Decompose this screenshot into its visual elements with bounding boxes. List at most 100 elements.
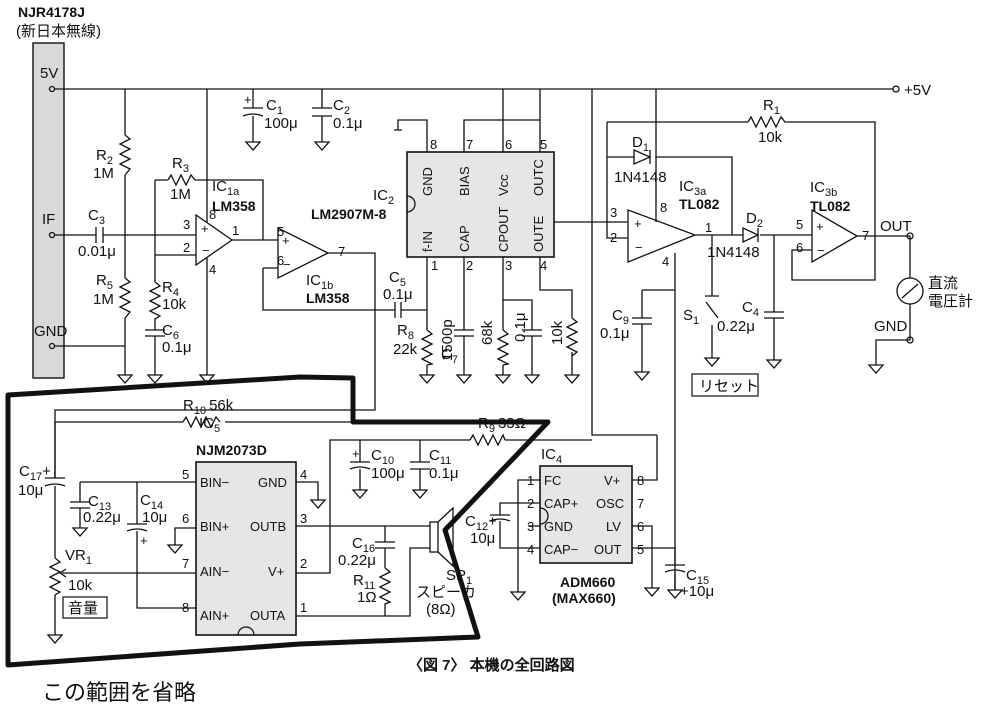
svg-text:5: 5: [277, 224, 284, 239]
svg-text:3: 3: [300, 511, 307, 526]
capacitor-c1: [242, 107, 264, 117]
svg-text:3: 3: [610, 205, 617, 220]
svg-text:4: 4: [540, 258, 547, 273]
svg-text:2: 2: [610, 230, 617, 245]
svg-text:0.22μ: 0.22μ: [717, 318, 755, 335]
rail-5v-terminal: [892, 85, 900, 93]
svg-text:R1: R1: [763, 97, 780, 117]
capacitor-c14: [126, 482, 196, 609]
svg-text:(MAX660): (MAX660): [552, 590, 616, 606]
svg-text:1: 1: [705, 220, 712, 235]
diode-d2: [742, 226, 760, 244]
svg-text:スピーカ: スピーカ: [416, 584, 476, 601]
svg-text:4: 4: [662, 254, 669, 269]
svg-text:C4: C4: [742, 299, 759, 319]
svg-text:0.1μ: 0.1μ: [162, 339, 192, 356]
svg-text:0.1μ: 0.1μ: [383, 286, 413, 303]
potentiometer-vr1: [46, 557, 64, 644]
svg-text:GND: GND: [420, 167, 435, 196]
capacitor-c7: [454, 257, 474, 375]
reset-label-box: [691, 373, 759, 397]
svg-text:6: 6: [182, 511, 189, 526]
svg-text:1N4148: 1N4148: [707, 244, 760, 261]
svg-text:IC1b: IC1b: [306, 272, 333, 292]
svg-text:1M: 1M: [93, 165, 114, 182]
svg-text:LM358: LM358: [306, 290, 350, 306]
svg-text:+: +: [201, 221, 209, 236]
svg-text:+: +: [816, 219, 824, 234]
svg-text:1M: 1M: [170, 186, 191, 203]
svg-text:R5: R5: [96, 272, 113, 292]
resistor-r2: [118, 134, 132, 176]
resistor-r9: [469, 433, 506, 447]
capacitor-c6: [145, 329, 165, 375]
svg-text:D2: D2: [746, 210, 763, 230]
capacitor-c12: [489, 502, 540, 549]
svg-text:1M: 1M: [93, 291, 114, 308]
svg-text:VR1: VR1: [65, 547, 92, 567]
svg-text:0.1μ: 0.1μ: [600, 325, 630, 342]
svg-text:f-IN: f-IN: [420, 231, 435, 252]
svg-text:22k: 22k: [393, 341, 418, 358]
capacitor-c4: [764, 235, 784, 360]
svg-text:−: −: [635, 240, 643, 255]
svg-text:CPOUT: CPOUT: [496, 206, 511, 252]
svg-text:1500p: 1500p: [439, 319, 456, 361]
capacitor-c17: [44, 422, 66, 558]
svg-text:10μ: 10μ: [470, 530, 495, 547]
svg-text:V+: V+: [268, 564, 284, 579]
svg-text:10k: 10k: [68, 577, 93, 594]
svg-text:6: 6: [505, 137, 512, 152]
svg-text:1N4148: 1N4148: [614, 169, 667, 186]
svg-text:+: +: [352, 446, 360, 461]
ic2-body: [406, 151, 555, 258]
svg-text:S1: S1: [683, 307, 699, 327]
svg-text:6: 6: [277, 253, 284, 268]
svg-text:4: 4: [209, 262, 216, 277]
svg-text:8: 8: [660, 200, 667, 215]
diode-d1: [633, 149, 652, 165]
svg-text:C15: C15: [686, 567, 709, 587]
capacitor-c8: [502, 257, 542, 375]
svg-text:0.1μ: 0.1μ: [512, 313, 529, 343]
svg-text:D1: D1: [632, 134, 649, 154]
svg-text:C12+: C12+: [465, 513, 497, 533]
svg-text:100μ: 100μ: [371, 465, 405, 482]
svg-text:OUT: OUT: [880, 218, 912, 235]
svg-text:1: 1: [232, 223, 239, 238]
reset-label: リセット: [699, 378, 759, 395]
svg-text:8: 8: [182, 600, 189, 615]
module-part-label: NJR4178J: [18, 4, 85, 20]
capacitor-c11: [410, 440, 430, 490]
svg-text:電圧計: 電圧計: [928, 293, 973, 310]
svg-text:R8: R8: [397, 322, 414, 342]
capacitor-c2: [312, 89, 332, 142]
module-pin-if: IF: [42, 211, 55, 228]
omitted-note: この範囲を省略: [42, 681, 196, 706]
resistor-r1: [747, 115, 790, 129]
resistor-r6: [496, 329, 510, 366]
rail-5v-label: +5V: [904, 82, 931, 99]
svg-text:3: 3: [505, 258, 512, 273]
svg-text:0.22μ: 0.22μ: [83, 509, 121, 526]
svg-text:7: 7: [637, 496, 644, 511]
svg-text:LV: LV: [606, 519, 621, 534]
svg-text:0.01μ: 0.01μ: [78, 243, 116, 260]
svg-text:C13: C13: [88, 493, 111, 513]
svg-text:C11: C11: [429, 447, 451, 467]
svg-text:ADM660: ADM660: [560, 574, 615, 590]
svg-text:10μ: 10μ: [18, 482, 43, 499]
module-pin-5v: 5V: [40, 65, 58, 82]
capacitor-c10: [349, 440, 371, 490]
svg-text:(8Ω): (8Ω): [426, 601, 456, 618]
svg-text:−: −: [817, 243, 825, 258]
capacitor-c9: [632, 290, 652, 372]
svg-text:C2: C2: [333, 97, 350, 117]
svg-text:5: 5: [637, 542, 644, 557]
svg-text:+: +: [634, 216, 642, 231]
resistor-r7: [565, 317, 579, 357]
svg-text:−: −: [202, 243, 210, 258]
svg-text:OUT: OUT: [594, 542, 622, 557]
